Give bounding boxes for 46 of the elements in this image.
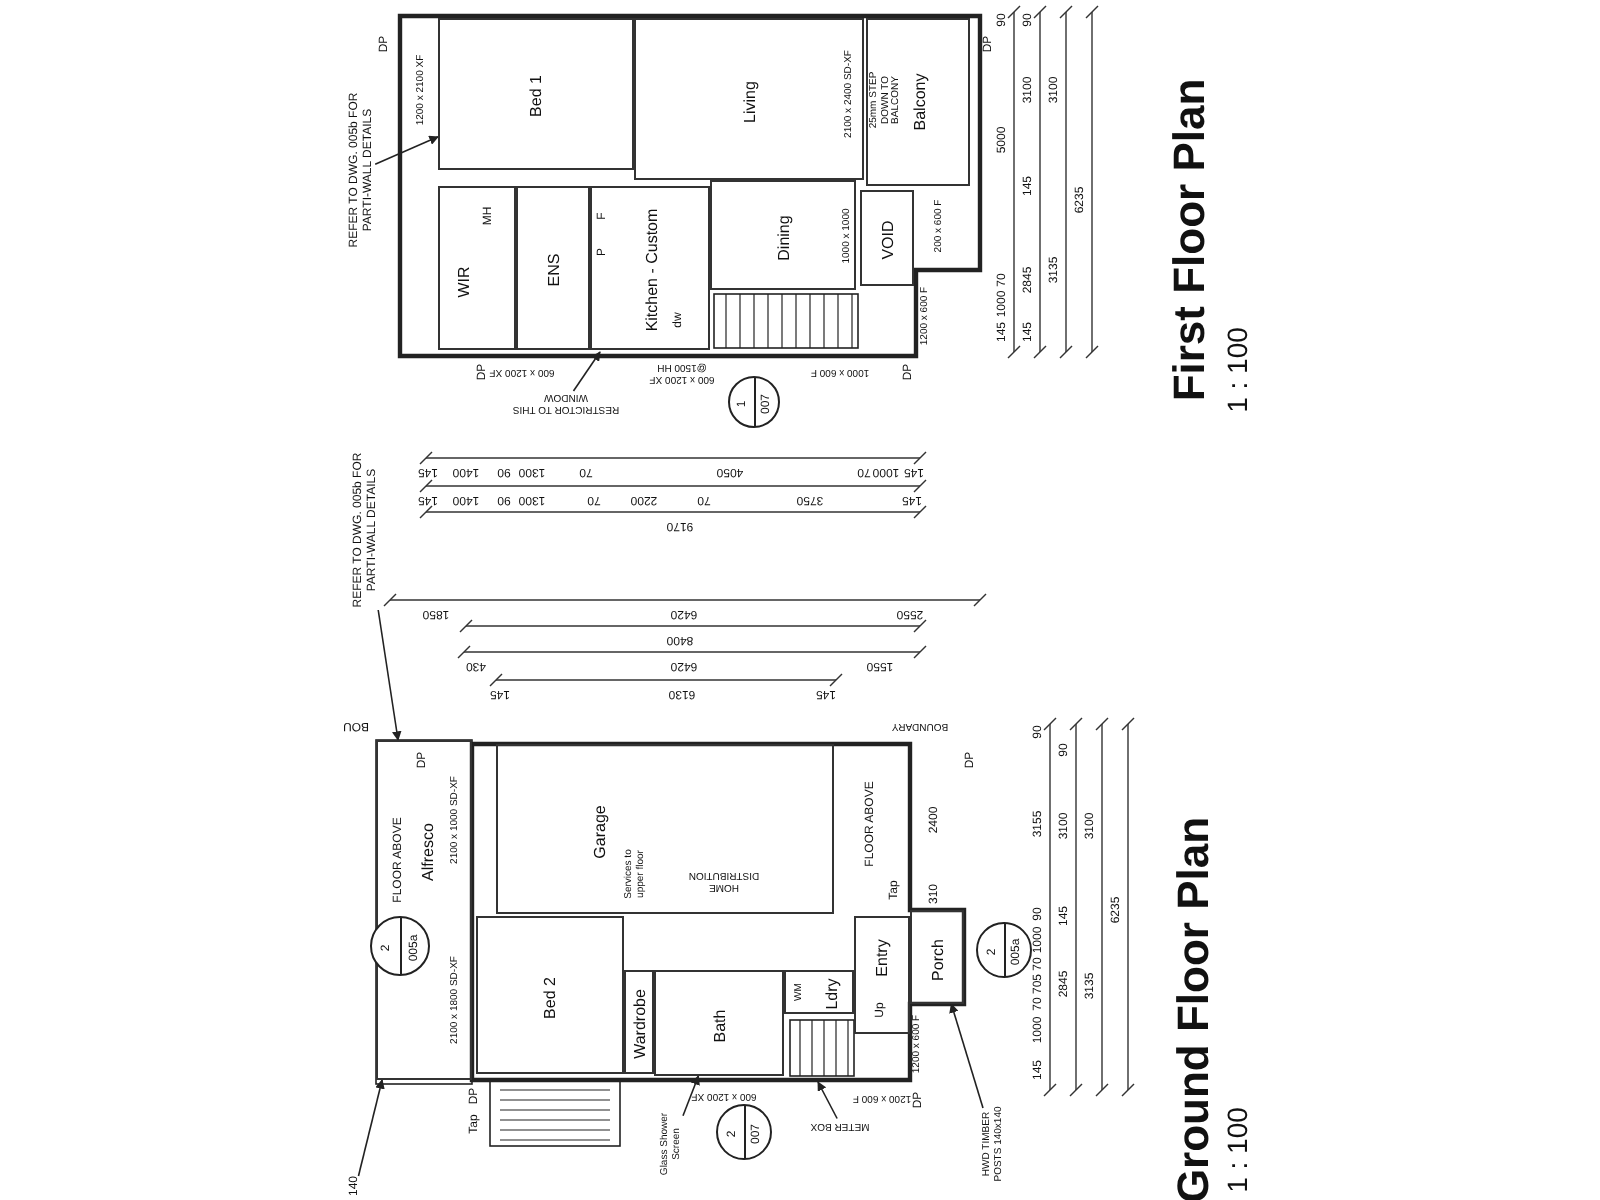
section-marker <box>976 922 1032 978</box>
room-label: Kitchen - Custom <box>645 208 663 332</box>
leader-line <box>817 1081 838 1120</box>
room-label: Bath <box>712 1008 730 1042</box>
room-label: Bed 2 <box>543 976 561 1018</box>
room-label: WIR <box>457 266 475 298</box>
room-label: Porch <box>930 938 948 980</box>
leader-line <box>377 609 402 741</box>
leader-line <box>374 135 439 166</box>
leader-line <box>572 351 601 392</box>
room-outline <box>376 740 472 1080</box>
room-label: Ldry <box>825 978 843 1010</box>
room-outline <box>496 744 834 914</box>
room-outline <box>866 18 970 186</box>
room-outline <box>590 186 710 350</box>
room-outline <box>654 970 784 1076</box>
room-label: Entry <box>875 939 893 977</box>
room-label: Balcony <box>913 73 931 131</box>
section-marker <box>716 1104 772 1160</box>
section-marker <box>728 376 780 428</box>
scale-text: 1 : 100 <box>1222 327 1254 413</box>
room-outline <box>860 190 914 286</box>
room-outline <box>476 916 624 1074</box>
leader-line <box>682 1075 700 1117</box>
room-label: Living <box>742 80 760 122</box>
room-outline <box>516 186 590 350</box>
room-label: Alfresco <box>421 823 439 881</box>
room-label: Garage <box>593 805 611 859</box>
room-label: VOID <box>880 220 898 260</box>
scale-text: 1 : 100 <box>1222 1107 1254 1193</box>
room-label: Dining <box>776 214 794 260</box>
room-outline <box>910 910 964 1004</box>
section-marker <box>370 916 430 976</box>
room-outline <box>854 916 910 1034</box>
plan-title: First Floor Plan <box>1165 78 1215 402</box>
room-outline <box>624 970 654 1074</box>
room-outline <box>438 186 516 350</box>
room-outline <box>784 970 854 1014</box>
room-label: Bed 1 <box>529 75 547 117</box>
room-outline <box>634 18 864 180</box>
room-outline <box>438 18 634 170</box>
leader-line <box>949 1003 984 1109</box>
leader-line <box>357 1079 385 1177</box>
room-label: ENS <box>546 253 564 287</box>
room-outline <box>710 180 856 290</box>
room-label: Wardrobe <box>632 989 650 1059</box>
